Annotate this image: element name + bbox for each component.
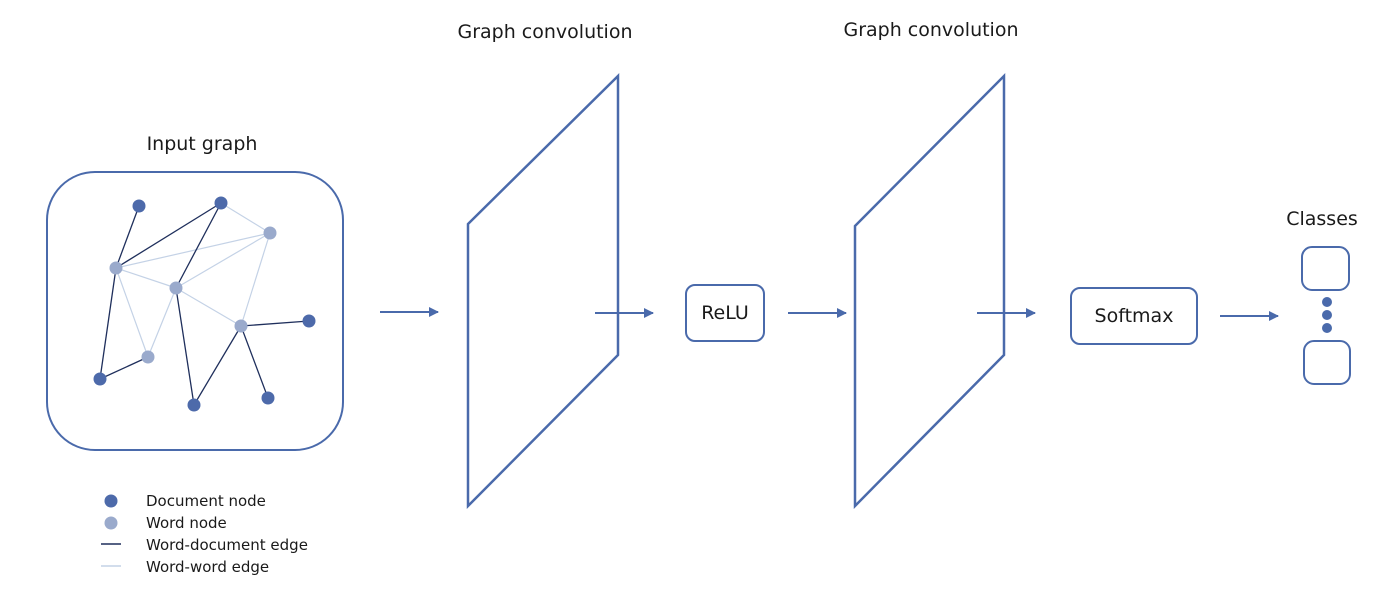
word-nodes	[109, 226, 277, 364]
word-document-edges	[99, 202, 310, 406]
word-document-edge	[175, 287, 195, 406]
word-document-edge	[99, 356, 149, 380]
input-graph-frame	[46, 171, 344, 451]
legend: Document node Word node Word-document ed…	[101, 492, 308, 576]
legend-document-node-icon	[104, 494, 118, 508]
document-node	[302, 314, 316, 328]
ellipsis-dot	[1322, 310, 1332, 320]
relu-label: ReLU	[701, 302, 749, 324]
word-document-edge	[115, 205, 140, 269]
word-word-edges	[115, 202, 271, 358]
legend-document-node-label: Document node	[146, 492, 266, 510]
word-document-edge	[240, 325, 269, 399]
word-word-edge	[220, 202, 271, 234]
document-node	[93, 372, 107, 386]
legend-word-word-edge-label: Word-word edge	[146, 558, 269, 576]
ellipsis-dot	[1322, 297, 1332, 307]
word-node	[169, 281, 183, 295]
graph-conv-1-title: Graph convolution	[457, 21, 632, 43]
word-document-edge	[193, 325, 242, 406]
word-node	[234, 319, 248, 333]
document-node	[261, 391, 275, 405]
input-graph-title: Input graph	[147, 133, 258, 155]
softmax-box	[1070, 287, 1198, 345]
word-word-edge	[147, 287, 177, 358]
ellipsis-dot	[1322, 323, 1332, 333]
word-document-edge	[175, 202, 222, 289]
legend-word-document-edge-label: Word-document edge	[146, 536, 308, 554]
graph-conv-2-plane	[853, 72, 1006, 510]
document-nodes	[93, 196, 316, 412]
softmax-label: Softmax	[1095, 305, 1174, 327]
word-word-edge	[115, 267, 177, 289]
document-node	[214, 196, 228, 210]
word-word-edge	[175, 287, 242, 327]
class-box-bottom	[1303, 340, 1351, 385]
word-node	[109, 261, 123, 275]
classes-title: Classes	[1286, 208, 1358, 230]
word-word-edge	[240, 232, 271, 327]
document-node	[132, 199, 146, 213]
relu-box	[685, 284, 765, 342]
word-document-edge	[240, 320, 310, 327]
word-document-edge	[115, 202, 222, 269]
word-word-edge	[175, 232, 271, 289]
class-box-top	[1301, 246, 1350, 291]
document-node	[187, 398, 201, 412]
word-node	[141, 350, 155, 364]
word-node	[263, 226, 277, 240]
graph-conv-2-title: Graph convolution	[843, 19, 1018, 41]
graph-conv-1-plane	[466, 73, 620, 510]
legend-word-node-icon	[104, 516, 118, 530]
word-document-edge	[99, 267, 117, 380]
word-word-edge	[115, 267, 149, 358]
word-word-edge	[115, 232, 271, 269]
legend-word-node-label: Word node	[146, 514, 227, 532]
